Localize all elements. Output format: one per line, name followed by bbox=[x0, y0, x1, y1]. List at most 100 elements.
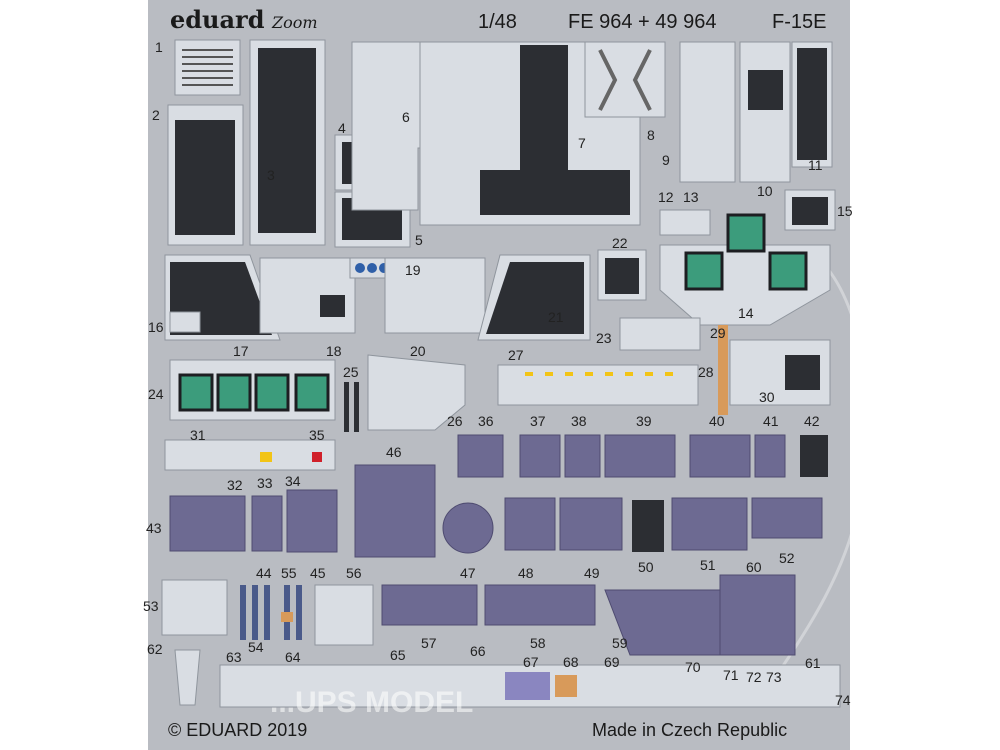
part-number: 17 bbox=[233, 343, 249, 359]
part-number: 12 bbox=[658, 189, 674, 205]
part-number: 40 bbox=[709, 413, 725, 429]
part-number: 26 bbox=[447, 413, 463, 429]
part-number: 66 bbox=[470, 643, 486, 659]
part-number: 2 bbox=[152, 107, 160, 123]
part-number: 4 bbox=[338, 120, 346, 136]
part-number: 23 bbox=[596, 330, 612, 346]
part-number: 25 bbox=[343, 364, 359, 380]
part-number: 71 bbox=[723, 667, 739, 683]
purple-panels-row-1 bbox=[457, 434, 828, 478]
aircraft-label: F-15E bbox=[772, 11, 826, 33]
part-number: 45 bbox=[310, 565, 326, 581]
part-number: 41 bbox=[763, 413, 779, 429]
part-number-labels: 1 2 3 4 5 6 7 8 9 10 11 12 13 14 15 16 1… bbox=[143, 39, 853, 708]
copyright-text: © EDUARD 2019 bbox=[168, 720, 307, 740]
part-19-knobs bbox=[349, 257, 391, 279]
part-number: 35 bbox=[309, 427, 325, 443]
part-number: 74 bbox=[835, 692, 851, 708]
part-number: 7 bbox=[578, 135, 586, 151]
part-number: 31 bbox=[190, 427, 206, 443]
part-number: 8 bbox=[647, 127, 655, 143]
part-number: 42 bbox=[804, 413, 820, 429]
part-number: 56 bbox=[346, 565, 362, 581]
part-number: 37 bbox=[530, 413, 546, 429]
part-number: 69 bbox=[604, 654, 620, 670]
part-16-clips bbox=[169, 311, 201, 333]
parts-63-74-strip bbox=[219, 664, 841, 708]
part-9-grille bbox=[679, 41, 736, 183]
part-number: 5 bbox=[415, 232, 423, 248]
part-number: 68 bbox=[563, 654, 579, 670]
part-number: 52 bbox=[779, 550, 795, 566]
part-25-rods bbox=[344, 382, 359, 432]
part-14-mfd-assembly bbox=[659, 213, 831, 326]
part-number: 60 bbox=[746, 559, 762, 575]
origin-text: Made in Czech Republic bbox=[592, 720, 787, 740]
site-watermark: ...UPS MODEL bbox=[270, 686, 473, 719]
part-number: 30 bbox=[759, 389, 775, 405]
part-10-panel bbox=[739, 41, 791, 183]
scale-label: 1/48 bbox=[478, 11, 517, 33]
part-56-rings bbox=[314, 584, 374, 646]
part-number: 24 bbox=[148, 386, 164, 402]
part-number: 33 bbox=[257, 475, 273, 491]
part-number: 6 bbox=[402, 109, 410, 125]
part-number: 34 bbox=[285, 473, 301, 489]
part-number: 43 bbox=[146, 520, 162, 536]
part-number: 36 bbox=[478, 413, 494, 429]
part-number: 19 bbox=[405, 262, 421, 278]
part-2-side-console bbox=[167, 104, 244, 246]
part-number: 47 bbox=[460, 565, 476, 581]
part-number: 32 bbox=[227, 477, 243, 493]
part-number: 50 bbox=[638, 559, 654, 575]
part-number: 72 bbox=[746, 669, 762, 685]
part-number: 20 bbox=[410, 343, 426, 359]
part-26-panel bbox=[367, 354, 466, 431]
part-number: 63 bbox=[226, 649, 242, 665]
brand-line: Zoom bbox=[271, 13, 318, 32]
part-number: 18 bbox=[326, 343, 342, 359]
part-number: 61 bbox=[805, 655, 821, 671]
part-3-side-console bbox=[249, 39, 326, 246]
aircraft-outline-watermark bbox=[758, 258, 870, 701]
part-number: 70 bbox=[685, 659, 701, 675]
part-number: 67 bbox=[523, 654, 539, 670]
part-number: 59 bbox=[612, 635, 628, 651]
part-number: 73 bbox=[766, 669, 782, 685]
part-number: 28 bbox=[698, 364, 714, 380]
part-11-panel bbox=[791, 41, 833, 168]
part-number: 15 bbox=[837, 203, 853, 219]
part-number: 21 bbox=[548, 309, 564, 325]
part-number: 39 bbox=[636, 413, 652, 429]
part-number: 13 bbox=[683, 189, 699, 205]
part-number: 27 bbox=[508, 347, 524, 363]
part-number: 65 bbox=[390, 647, 406, 663]
part-21-panel bbox=[477, 254, 591, 341]
part-number: 46 bbox=[386, 444, 402, 460]
part-number: 55 bbox=[281, 565, 297, 581]
part-number: 58 bbox=[530, 635, 546, 651]
part-number: 1 bbox=[155, 39, 163, 55]
part-number: 22 bbox=[612, 235, 628, 251]
part-number: 16 bbox=[148, 319, 164, 335]
part-23-clips bbox=[619, 317, 701, 351]
part-number: 11 bbox=[808, 157, 823, 173]
part-number: 53 bbox=[143, 598, 159, 614]
purple-panels-row-3 bbox=[381, 574, 796, 656]
part-number: 3 bbox=[267, 167, 275, 183]
part-number: 48 bbox=[518, 565, 534, 581]
part-number: 49 bbox=[584, 565, 600, 581]
part-number: 9 bbox=[662, 152, 670, 168]
part-number: 54 bbox=[248, 639, 264, 655]
part-53-box bbox=[161, 579, 228, 636]
brand-logo-text: eduard bbox=[170, 5, 265, 34]
part-28-29-strip bbox=[718, 325, 728, 415]
set-codes: FE 964 + 49 964 bbox=[568, 11, 716, 33]
part-62-bracket bbox=[174, 649, 201, 706]
part-number: 57 bbox=[421, 635, 437, 651]
part-number: 44 bbox=[256, 565, 272, 581]
part-22-box bbox=[597, 249, 647, 301]
part-number: 10 bbox=[757, 183, 773, 199]
part-number: 14 bbox=[738, 305, 754, 321]
